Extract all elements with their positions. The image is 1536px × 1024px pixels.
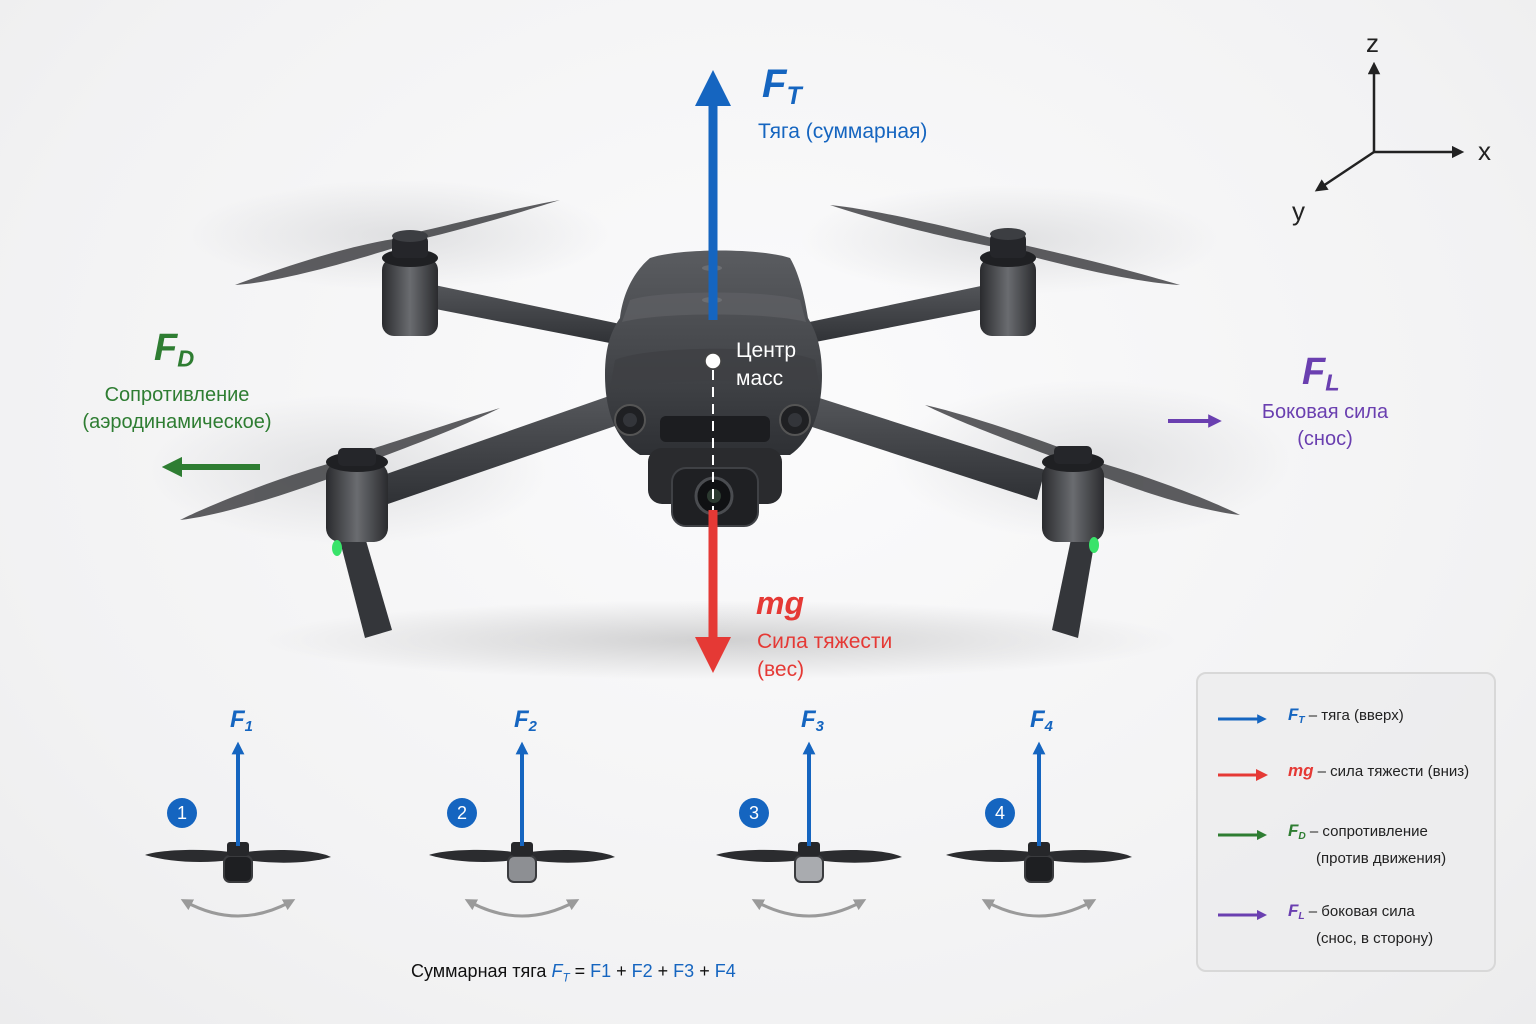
rotor-diagrams <box>145 741 1132 918</box>
rotor-1-force: F1 <box>230 706 253 736</box>
rotor-3-blade-right <box>817 849 902 863</box>
rotor-1-motor <box>223 855 253 883</box>
formula-term-2: F2 <box>631 961 653 981</box>
total-thrust-formula: Суммарная тяга FT = F1 + F2 + F3 + F4 <box>411 961 736 985</box>
rotor-1-blade-right <box>246 849 331 863</box>
rear-motor-left <box>382 230 438 336</box>
rotor-2-force: F2 <box>514 706 537 736</box>
rotor-4-badge: 4 <box>985 798 1015 828</box>
drag-symbol: FD <box>154 327 195 372</box>
rotor-4-hub <box>1028 842 1050 856</box>
rotor-3 <box>716 741 902 918</box>
rotor-3-motor <box>794 855 824 883</box>
drone-shadow <box>260 600 1180 680</box>
rotor-2-badge: 2 <box>447 798 477 828</box>
legend-box: FT – тяга (вверх) mg – сила тяжести (вни… <box>1196 672 1496 972</box>
drag-description: Сопротивление(аэродинамическое) <box>82 384 272 433</box>
formula-lhs: FT <box>551 961 570 985</box>
led-left <box>332 540 342 556</box>
rear-arms <box>415 282 1005 345</box>
front-motor-right <box>1042 446 1104 638</box>
rotor-3-rotation-arrow <box>751 899 867 918</box>
formula-term-1: F1 <box>590 961 612 981</box>
rotor-1-blade-left <box>145 849 230 863</box>
rotor-3-force: F3 <box>801 706 824 736</box>
gravity-symbol: mg <box>756 585 804 621</box>
legend-arrow-lateral <box>1218 909 1268 921</box>
rotor-4-motor <box>1024 855 1054 883</box>
rotor-3-badge: 3 <box>739 798 769 828</box>
lateral-symbol: FL <box>1302 351 1340 396</box>
led-right <box>1089 537 1099 553</box>
formula-term-3: F3 <box>673 961 695 981</box>
formula-prefix: Суммарная тяга <box>411 961 552 981</box>
legend-arrow-gravity <box>1218 769 1268 781</box>
rotor-4 <box>946 741 1132 918</box>
front-arms <box>375 395 1045 505</box>
rotor-2 <box>429 741 615 918</box>
rotor-4-blade-right <box>1047 849 1132 863</box>
rotor-2-blade-right <box>530 849 615 863</box>
rotor-2-blade-left <box>429 849 514 863</box>
formula-eq: = <box>569 961 591 981</box>
rotor-3-blade-left <box>716 849 801 863</box>
thrust-description: Тяга (суммарная) <box>758 120 928 143</box>
legend-arrow-drag <box>1218 829 1268 841</box>
front-motor-left <box>326 448 392 638</box>
axis-y-label: y <box>1292 196 1305 226</box>
rotor-1 <box>145 741 331 918</box>
rotor-2-motor <box>507 855 537 883</box>
rotor-1-badge: 1 <box>167 798 197 828</box>
axis-x-label: x <box>1478 136 1491 166</box>
axis-z-label: z <box>1366 28 1379 58</box>
formula-term-4: F4 <box>714 961 736 981</box>
thrust-symbol: FT <box>762 62 802 110</box>
rotor-2-hub <box>511 842 533 856</box>
coordinate-axes <box>1314 61 1465 192</box>
gravity-description: Сила тяжести(вес) <box>757 630 893 681</box>
rotor-1-hub <box>227 842 249 856</box>
legend-arrow-thrust <box>1218 714 1267 724</box>
rotor-4-blade-left <box>946 849 1031 863</box>
rotor-3-hub <box>798 842 820 856</box>
rotor-1-rotation-arrow <box>180 899 296 918</box>
rotor-2-rotation-arrow <box>464 899 580 918</box>
formula-plus: + <box>611 961 632 981</box>
rotor-4-force: F4 <box>1030 706 1053 736</box>
rear-motor-right <box>980 228 1036 336</box>
lateral-description: Боковая сила(снос) <box>1261 401 1389 450</box>
center-of-mass-dot <box>704 352 722 370</box>
rotor-4-rotation-arrow <box>981 899 1097 918</box>
propeller-blades <box>180 200 1240 520</box>
